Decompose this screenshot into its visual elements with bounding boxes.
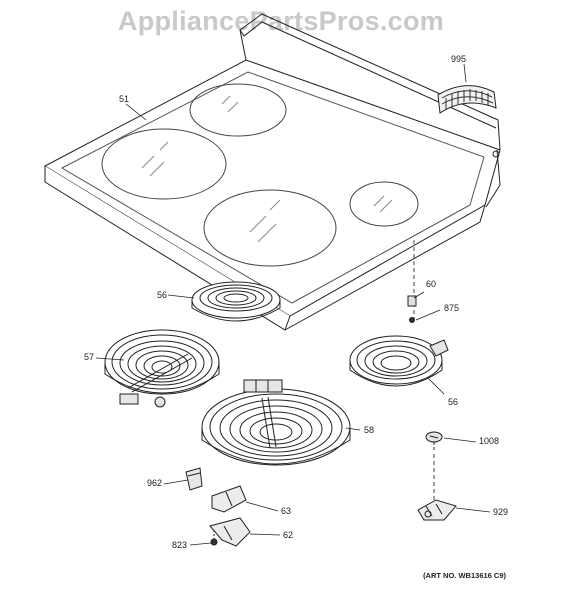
bracket-63[interactable] [211, 485, 247, 513]
limiter-switch[interactable] [407, 295, 417, 307]
callout-58: 58 [364, 425, 375, 435]
screw-823[interactable] [210, 530, 218, 546]
large-burner-left[interactable] [104, 329, 220, 408]
callout-60: 60 [426, 279, 437, 289]
screw-1008[interactable] [425, 431, 443, 452]
callout-62: 62 [283, 530, 294, 540]
leader-lines [95, 63, 491, 546]
callout-56-right: 56 [448, 397, 459, 407]
callout-56-left: 56 [157, 290, 168, 300]
callout-1008: 1008 [479, 436, 500, 446]
bracket-62[interactable] [209, 517, 251, 547]
large-burner-center[interactable] [201, 379, 351, 466]
callout-875: 875 [444, 303, 460, 313]
callout-51: 51 [119, 94, 130, 104]
art-number: (ART NO. WB13616 C9) [423, 571, 506, 580]
screw-875[interactable] [409, 317, 415, 323]
small-burner-right[interactable] [349, 335, 449, 387]
callout-57: 57 [84, 352, 95, 362]
terminal-block-929[interactable] [417, 499, 457, 521]
callout-63: 63 [281, 506, 292, 516]
clip-962[interactable] [185, 467, 203, 491]
callout-995: 995 [451, 54, 467, 64]
callout-929: 929 [493, 507, 509, 517]
wire-harness-clip[interactable] [437, 85, 497, 114]
callout-962: 962 [147, 478, 163, 488]
callout-823: 823 [172, 540, 188, 550]
small-burner-left[interactable] [191, 281, 281, 322]
